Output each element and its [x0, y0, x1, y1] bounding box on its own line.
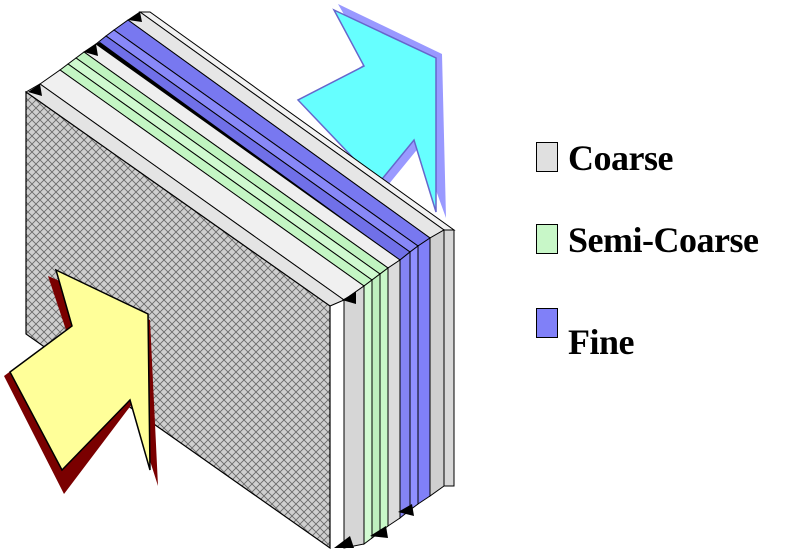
legend-label-coarse: Coarse — [568, 138, 673, 178]
legend-label-fine: Fine — [568, 322, 635, 362]
coarse-swatch — [536, 142, 558, 172]
inlet-arrow-body — [9, 268, 151, 472]
rear-coarse-layer — [127, 11, 456, 497]
legend-label-semi-coarse: Semi-Coarse — [568, 220, 759, 260]
semi-coarse-swatch — [536, 224, 558, 254]
inlet-arrow — [4, 268, 158, 494]
fine-swatch — [536, 308, 558, 338]
front-mesh-face — [25, 90, 331, 550]
outlet-arrow-body — [296, 8, 437, 213]
front-coarse-layer — [25, 69, 365, 549]
outlet-arrow — [296, 4, 446, 218]
layer-corner-marks — [28, 12, 414, 548]
semi-coarse-layers — [59, 51, 389, 545]
middle-coarse-layer — [83, 43, 401, 527]
